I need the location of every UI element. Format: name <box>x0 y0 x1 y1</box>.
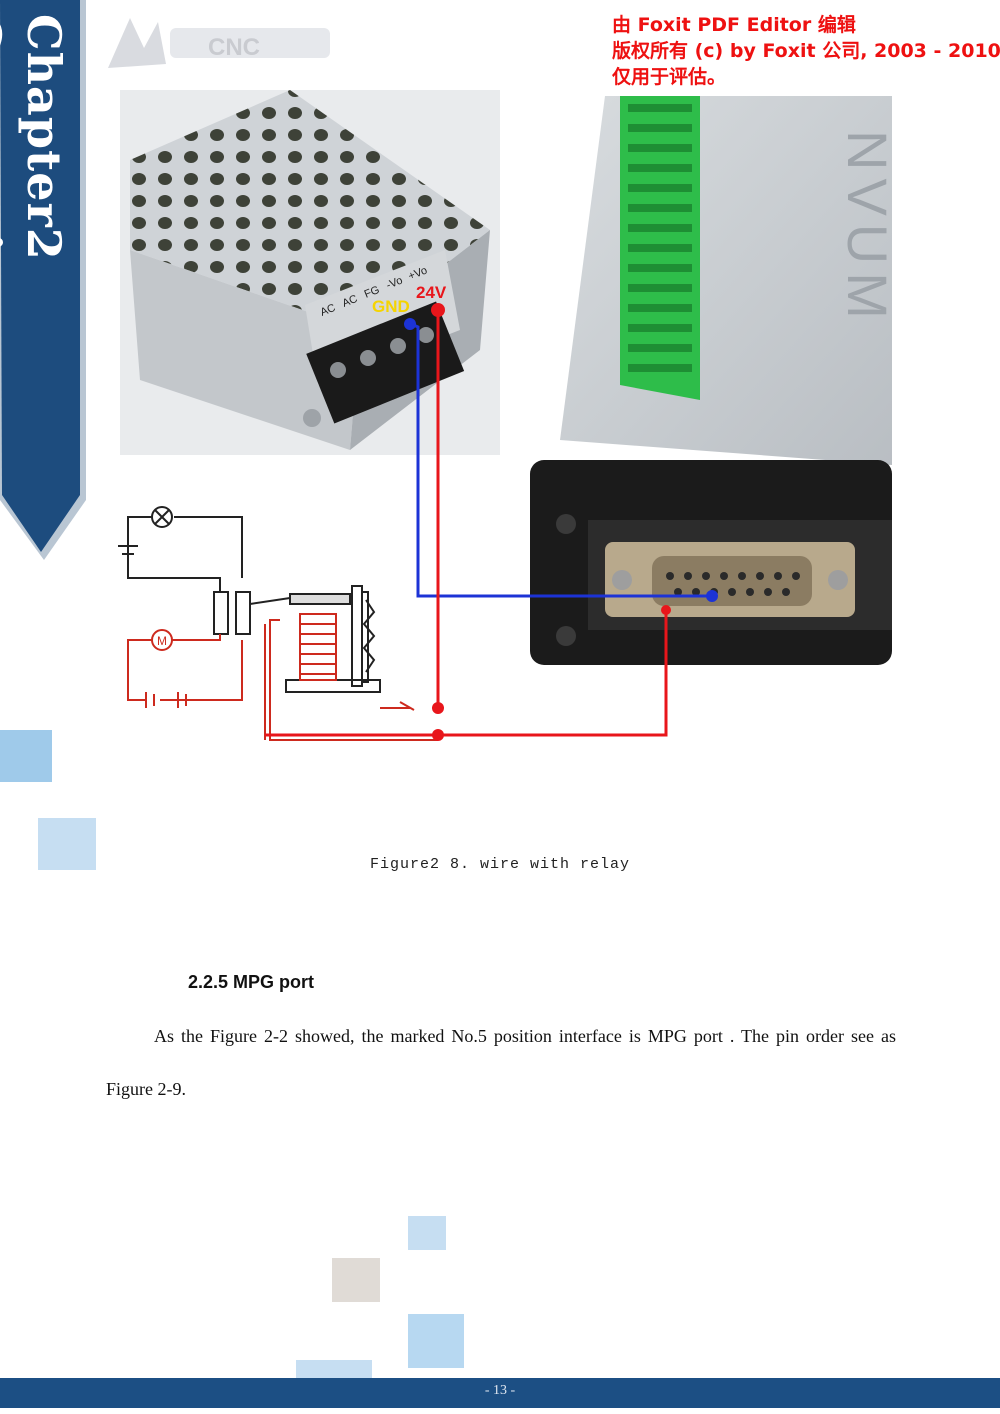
watermark-line: 由 Foxit PDF Editor 编辑 <box>612 14 856 36</box>
watermark-line: 仅用于评估。 <box>612 66 727 88</box>
relay-schematic <box>118 506 381 693</box>
editor-watermark: 由 Foxit PDF Editor 编辑 版权所有 (c) by Foxit … <box>612 12 1000 90</box>
controller-image: NVUM <box>500 94 899 744</box>
v24-label: 24V <box>416 283 447 302</box>
page-footer: - 13 - <box>0 1378 1000 1408</box>
decor-square <box>38 818 96 870</box>
terminal-label: AC <box>319 302 338 319</box>
motor-symbol: M <box>157 634 167 648</box>
power-supply-image: AC AC FG -Vo +Vo GND 24V <box>120 90 500 455</box>
relay-coil <box>127 613 438 741</box>
decor-square <box>332 1258 380 1302</box>
watermark-line: 版权所有 (c) by Foxit 公司, 2003 - 2010 <box>612 40 1000 62</box>
terminal-label: FG <box>363 284 382 301</box>
relay-wiring-figure: AC AC FG -Vo +Vo GND 24V NVUM <box>118 90 899 744</box>
terminal-label: AC <box>341 293 360 310</box>
decor-square <box>408 1314 464 1368</box>
gnd-label: GND <box>372 297 410 316</box>
body-paragraph: As the Figure 2-2 showed, the marked No.… <box>106 1026 896 1099</box>
company-logo: CNC <box>100 8 360 80</box>
chapter-tab-shape <box>0 0 86 560</box>
brand-text: NVUM <box>836 130 899 327</box>
figure-caption: Figure2 8. wire with relay <box>369 856 631 873</box>
decor-square <box>408 1216 446 1250</box>
terminal-label: -Vo <box>385 274 405 291</box>
decor-square <box>296 1360 372 1378</box>
section-heading: 2.2.5 MPG port <box>188 972 315 992</box>
chapter-tab: Chapter2 Connection <box>0 0 86 560</box>
chapter-title: Chapter2 Connection <box>0 14 71 319</box>
logo-graphic <box>108 18 330 68</box>
logo-text: CNC <box>208 34 260 61</box>
page-number: - 13 - <box>484 1383 516 1398</box>
decor-square <box>0 730 52 782</box>
